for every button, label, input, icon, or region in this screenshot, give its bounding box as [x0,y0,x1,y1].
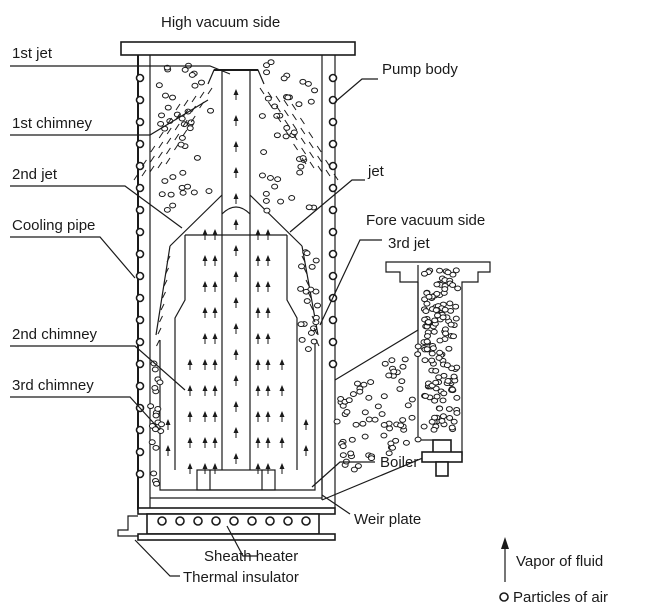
vapor-arrows [165,89,309,474]
leader-lines [10,65,509,602]
label-thermal-insulator: Thermal insulator [183,569,299,586]
label-pump-body: Pump body [382,61,458,78]
label-high-vacuum-side: High vacuum side [161,14,280,31]
top-flange [120,41,356,56]
label-sheath-heater: Sheath heater [204,548,298,565]
label-jet: jet [367,163,385,180]
jet-spray [133,87,339,347]
label-first-jet: 1st jet [12,45,53,62]
label-second-chimney: 2nd chimney [12,326,98,343]
sheath-heater [157,516,311,526]
base-plate [137,507,336,515]
label-third-chimney: 3rd chimney [12,377,94,394]
legend-particles: Particles of air [513,589,608,606]
label-second-jet: 2nd jet [12,166,58,183]
legend-particle-icon [499,592,509,602]
label-boiler: Boiler [380,454,418,471]
label-weir-plate: Weir plate [354,511,421,528]
fore-valve-cap [421,451,463,463]
cooling-pipe [135,73,338,479]
label-third-jet: 3rd jet [388,235,431,252]
air-particles [147,59,462,487]
label-cooling-pipe: Cooling pipe [12,217,95,234]
label-first-chimney: 1st chimney [12,115,93,132]
labels: High vacuum side 1st jet Pump body 1st c… [12,14,608,606]
legend-vapor: Vapor of fluid [516,553,603,570]
label-fore-vacuum-side: Fore vacuum side [366,212,485,229]
